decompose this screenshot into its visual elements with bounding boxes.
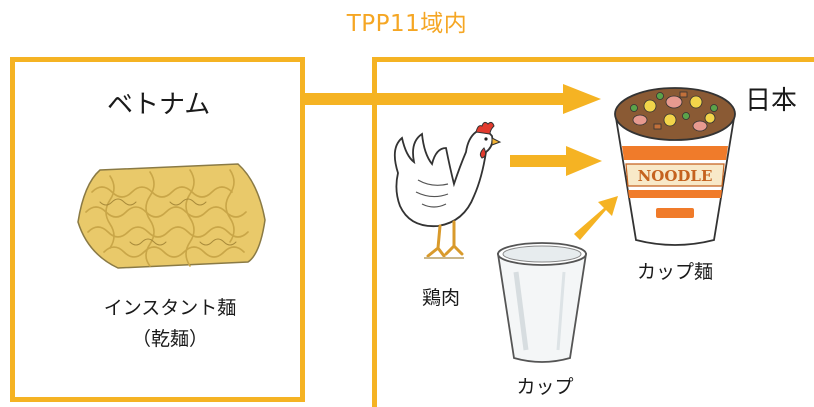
arrow-cup-to-cupnoodle [574,196,618,240]
instant-noodle-illustration [77,163,266,269]
cup-noodle-label: カップ麺 [636,261,713,283]
region-title: TPP11域内 [346,11,468,37]
chicken-illustration [393,121,502,259]
cup-label: カップ [516,376,574,398]
japan-box [372,57,814,407]
instant-noodle-label: インスタント麺 [103,297,237,319]
arrow-chicken-to-cup [510,146,602,176]
chicken-label: 鶏肉 [421,287,460,309]
dried-noodle-label: （乾麺） [131,328,208,350]
vietnam-box [10,57,305,402]
cup-illustration [496,242,588,363]
cup-noodle-illustration: NOODLE [614,87,736,246]
japan-label: 日本 [745,86,798,116]
arrow-noodles-to-cup [305,84,601,114]
vietnam-label: ベトナム [107,90,211,120]
cup-noodle-brand-text: NOODLE [638,167,713,185]
